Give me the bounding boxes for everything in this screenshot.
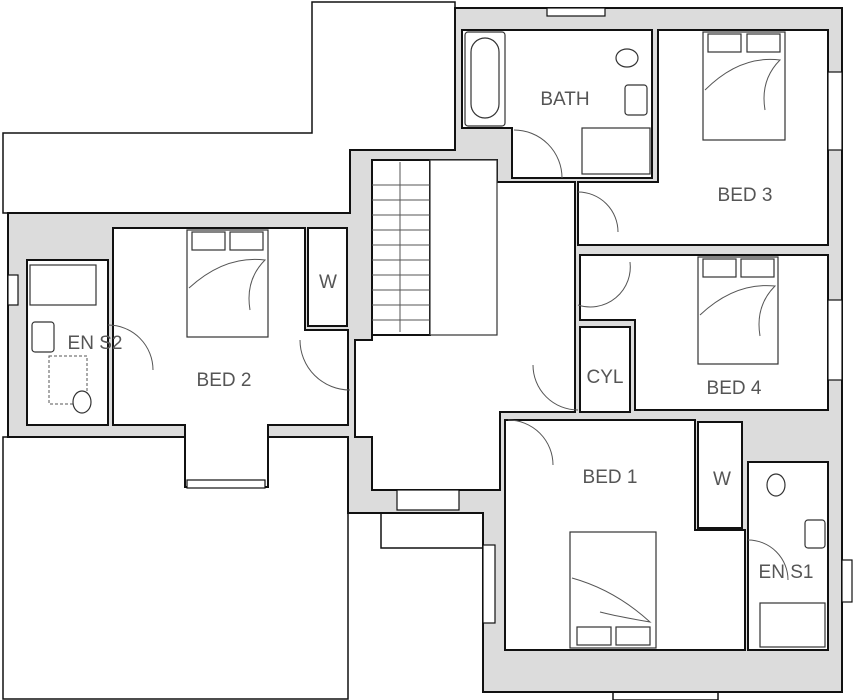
window-bath <box>546 7 606 17</box>
window-ens2 <box>7 274 19 306</box>
basin-ens1 <box>804 519 826 549</box>
window-landing <box>396 489 460 511</box>
bath-ens1 <box>759 602 826 648</box>
room-cyl <box>579 326 631 413</box>
toilet-ens2 <box>72 390 92 414</box>
label-wardrobe-bed2: W <box>319 272 337 293</box>
window-bed4 <box>827 299 843 381</box>
basin-bath <box>624 84 648 116</box>
label-wardrobe-bed1: W <box>713 469 731 490</box>
window-ens1 <box>841 559 853 603</box>
bed-bed4 <box>697 256 779 365</box>
window-bed3 <box>827 71 843 151</box>
label-bed2: BED 2 <box>197 370 252 391</box>
landing-balustrade <box>429 159 498 336</box>
bath-ens2 <box>29 264 97 306</box>
bathtub-basin <box>470 37 500 119</box>
label-ens1: EN S1 <box>759 562 814 583</box>
roof-block-bottom-left <box>2 436 349 700</box>
label-bed3: BED 3 <box>718 185 773 206</box>
shower-tray-bath <box>581 127 651 175</box>
label-cyl: CYL <box>587 367 624 388</box>
room-wardrobe-bed2 <box>307 227 348 327</box>
toilet-bath <box>615 48 639 68</box>
basin-ens2 <box>31 321 55 353</box>
label-bed1: BED 1 <box>583 467 638 488</box>
door-swings <box>107 129 789 581</box>
room-stairs <box>371 159 431 336</box>
bed-bed2 <box>186 229 269 338</box>
shower-area-ens2 <box>48 355 88 405</box>
label-bed4: BED 4 <box>707 378 762 399</box>
bed-bed1 <box>569 531 657 649</box>
label-bath: BATH <box>540 89 589 110</box>
bed-bed3 <box>702 31 786 141</box>
porch-block <box>380 512 484 549</box>
room-bed2 <box>112 227 349 488</box>
window-bed1 <box>482 544 496 624</box>
room-wardrobe-bed1 <box>697 421 743 529</box>
stair-treads <box>372 162 430 332</box>
label-ens2: EN S2 <box>68 333 123 354</box>
toilet-ens1 <box>766 473 786 497</box>
window-bed2 <box>186 479 266 489</box>
